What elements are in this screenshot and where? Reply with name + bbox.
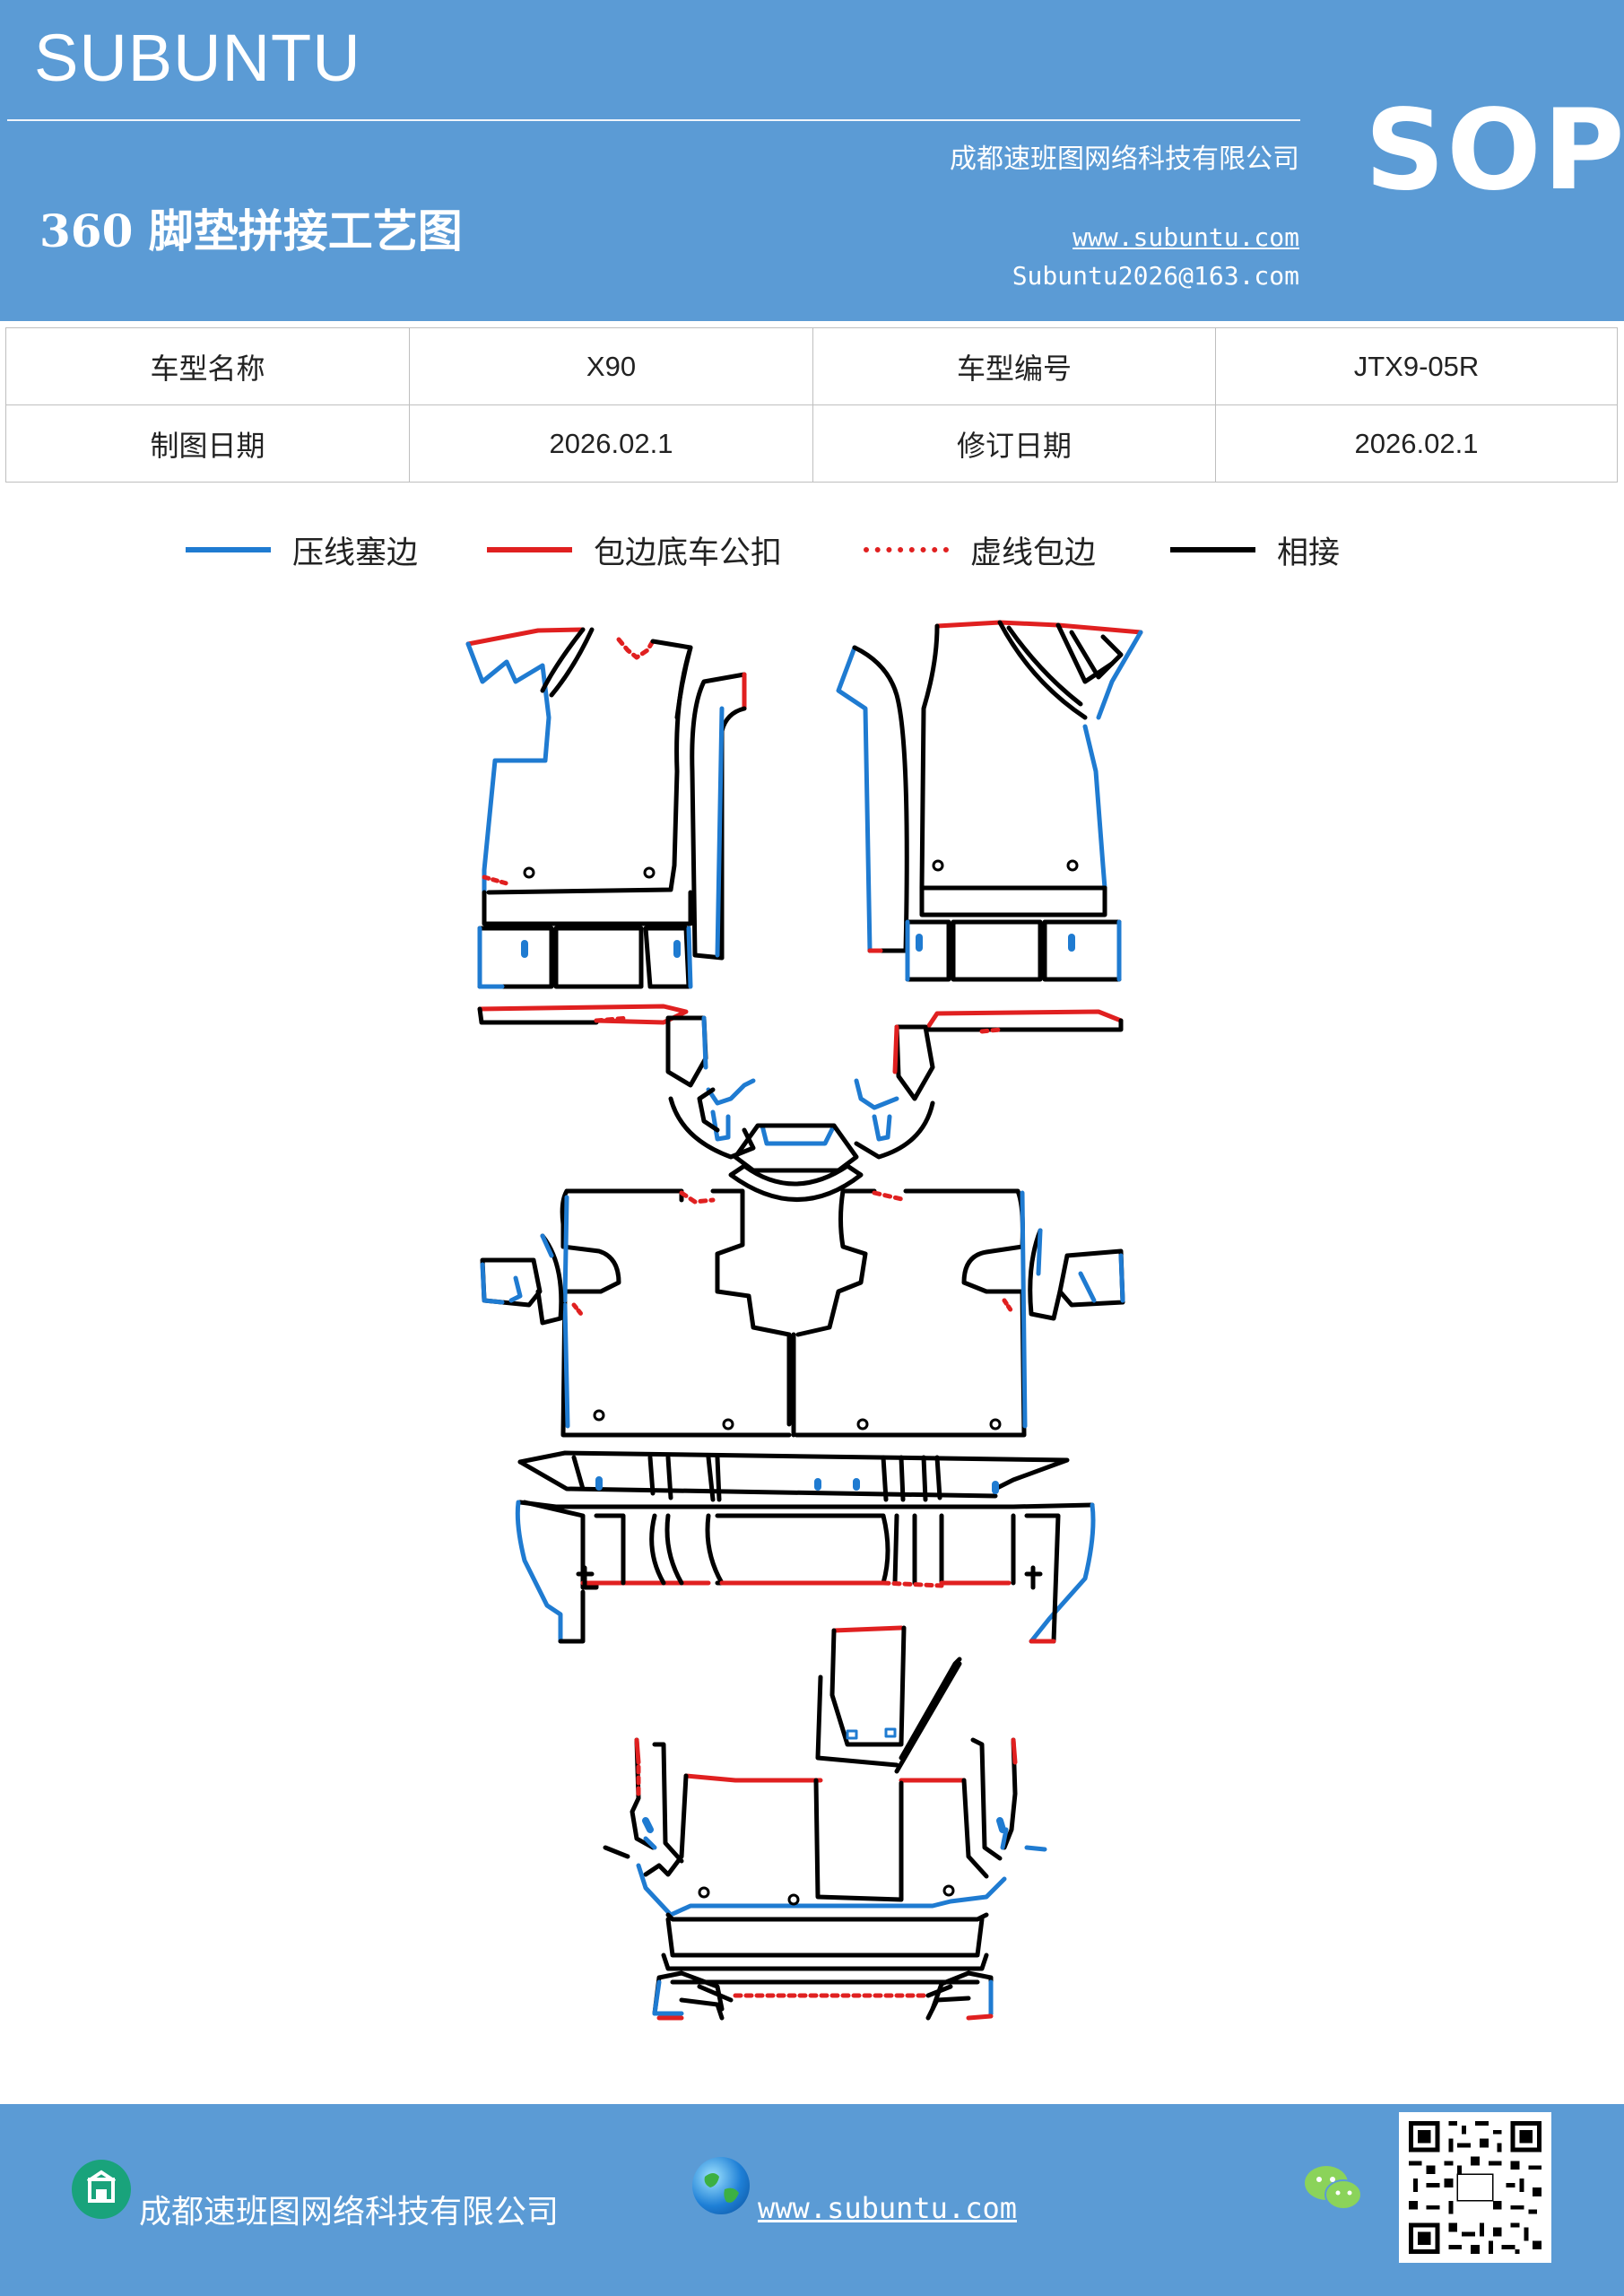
header-banner <box>0 0 1624 321</box>
legend-item-edge-buckle: 包边底车公扣 <box>487 527 782 572</box>
revision-date-value: 2026.02.1 <box>1215 404 1618 483</box>
header-divider <box>7 119 1300 121</box>
legend-item-joint: 相接 <box>1170 527 1340 572</box>
model-code-value: JTX9-05R <box>1215 327 1618 405</box>
header-website-link[interactable]: www.subuntu.com <box>1073 222 1299 252</box>
middle-cross-pieces <box>515 1450 1096 1644</box>
globe-icon <box>692 2157 750 2214</box>
rear-mat <box>603 1625 1047 2021</box>
legend-swatch <box>186 547 271 552</box>
legend-swatch <box>487 547 572 552</box>
building-icon <box>72 2160 131 2219</box>
legend-label: 压线塞边 <box>292 535 419 571</box>
model-code-label: 车型编号 <box>812 327 1216 405</box>
legend-item-press-line: 压线塞边 <box>186 527 418 572</box>
legend-swatch <box>1170 547 1255 552</box>
header-company: 成都速班图网络科技有限公司 <box>950 144 1299 175</box>
legend-item-dashed-edge: 虚线包边 <box>864 527 1096 572</box>
drawing-date-value: 2026.02.1 <box>409 404 813 483</box>
legend-label: 包边底车公扣 <box>594 535 783 571</box>
footer-company: 成都速班图网络科技有限公司 <box>139 2194 560 2231</box>
table-row: 制图日期 2026.02.1 修订日期 2026.02.1 <box>5 404 1618 483</box>
front-right-mat <box>836 620 1143 1034</box>
legend-swatch <box>864 547 949 552</box>
drawing-date-label: 制图日期 <box>5 404 410 483</box>
vehicle-info-table: 车型名称 X90 车型编号 JTX9-05R 制图日期 2026.02.1 修订… <box>5 327 1618 483</box>
table-row: 车型名称 X90 车型编号 JTX9-05R <box>5 327 1618 405</box>
wechat-icon <box>1302 2161 1365 2215</box>
sop-badge: SOP <box>1365 86 1624 215</box>
revision-date-label: 修订日期 <box>812 404 1216 483</box>
legend-label: 相接 <box>1277 535 1341 571</box>
qr-code[interactable] <box>1399 2112 1551 2263</box>
model-name-label: 车型名称 <box>5 327 410 405</box>
header-email: Subuntu2026@163.com <box>1012 261 1299 291</box>
legend-label: 虚线包边 <box>970 535 1097 571</box>
footer-website-link[interactable]: www.subuntu.com <box>758 2191 1017 2225</box>
center-tunnel-pieces <box>665 1015 935 1202</box>
middle-row-mats <box>480 1188 1125 1438</box>
brand-name: SUBUNTU <box>34 21 361 95</box>
model-name-value: X90 <box>409 327 813 405</box>
front-left-mat <box>465 627 747 1025</box>
page-title: 360 脚垫拼接工艺图 <box>39 204 463 257</box>
